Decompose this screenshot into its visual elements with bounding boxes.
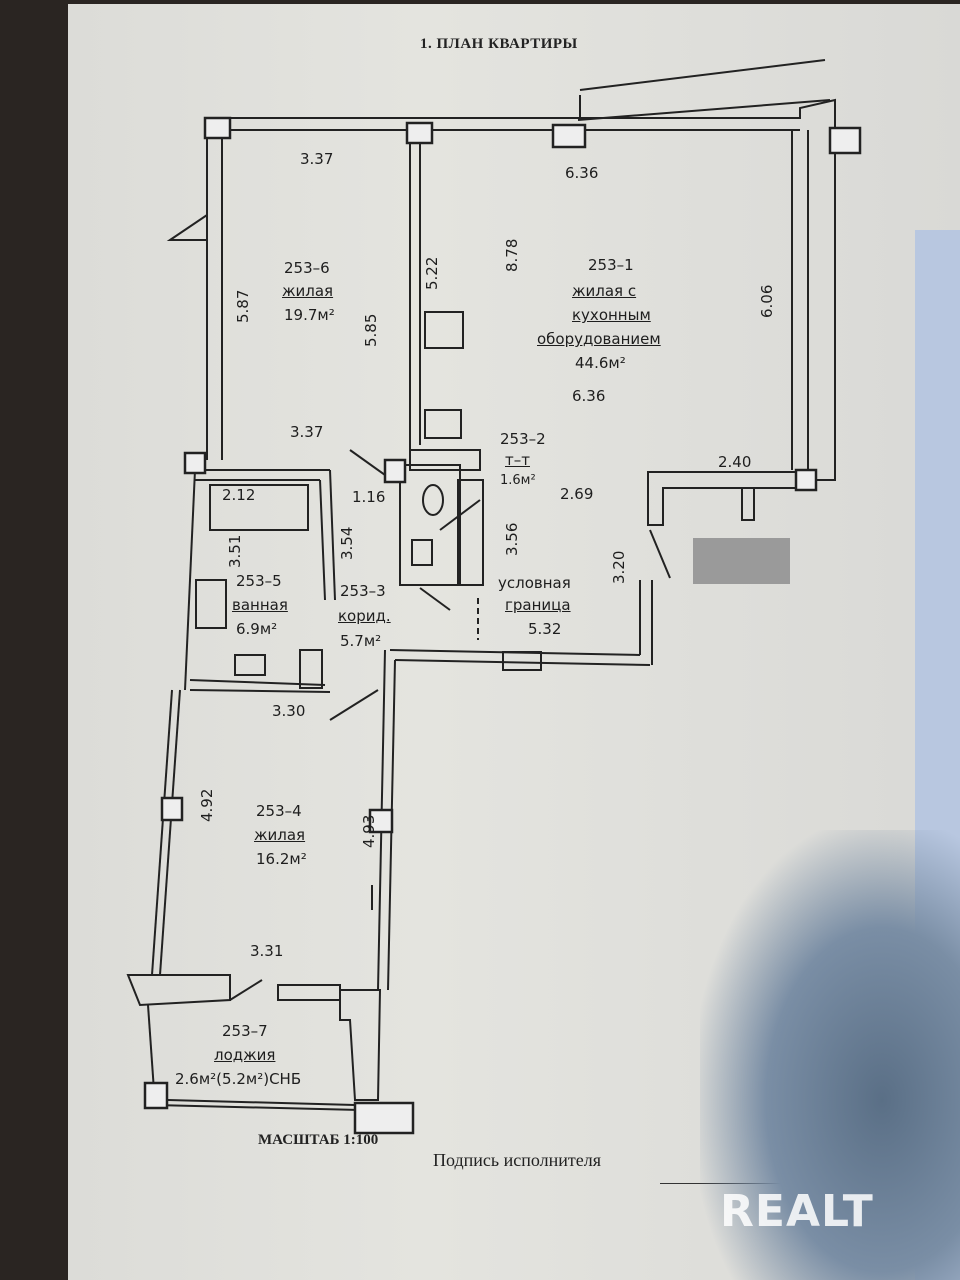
room-4-id: 253–4 — [256, 802, 302, 820]
room-2-id: 253–2 — [500, 430, 546, 448]
dim-3-37-top: 3.37 — [300, 150, 334, 168]
plan-title: 1. ПЛАН КВАРТИРЫ — [420, 36, 578, 52]
room-5-id: 253–5 — [236, 572, 282, 590]
dim-3-31: 3.31 — [250, 942, 284, 960]
room-5-name: ванная — [232, 596, 288, 614]
hand-shadow — [700, 830, 960, 1280]
room-6-area: 19.7м² — [284, 306, 335, 324]
boundary-label-line1: условная — [498, 574, 571, 592]
dim-2-12: 2.12 — [222, 486, 256, 504]
room-5-area: 6.9м² — [236, 620, 278, 638]
room-1-name-line1: жилая с — [572, 282, 637, 300]
room-4-name: жилая — [254, 826, 306, 844]
room-1-id: 253–1 — [588, 256, 634, 274]
dim-2-69: 2.69 — [560, 485, 594, 503]
room-4-area: 16.2м² — [256, 850, 307, 868]
dim-4-93: 4.93 — [360, 814, 378, 848]
dim-6-06: 6.06 — [758, 284, 776, 318]
watermark-logo: REALT — [720, 1186, 874, 1237]
room-3-name: корид. — [338, 607, 391, 625]
dim-5-32: 5.32 — [528, 620, 562, 638]
dim-4-92: 4.92 — [198, 788, 216, 822]
room-1-name-line3: оборудованием — [537, 330, 661, 348]
room-1-area: 44.6м² — [575, 354, 626, 372]
dim-3-51: 3.51 — [226, 534, 244, 568]
room-6-id: 253–6 — [284, 259, 330, 277]
room-2-area: 1.6м² — [500, 473, 536, 488]
dim-8-78: 8.78 — [503, 238, 521, 272]
boundary-label-line2: граница — [505, 596, 571, 614]
room-1-name-line2: кухонным — [572, 306, 651, 324]
outer-wall-top-right — [205, 98, 836, 481]
room-7-name: лоджия — [214, 1046, 276, 1064]
column-block — [203, 116, 232, 140]
dim-5-22: 5.22 — [423, 256, 441, 290]
scale-label: МАСШТАБ 1:100 — [258, 1132, 379, 1148]
room-2-name: т–т — [505, 451, 530, 469]
room-7-id: 253–7 — [222, 1022, 268, 1040]
dim-5-87: 5.87 — [234, 289, 252, 323]
dim-3-37-mid: 3.37 — [290, 423, 324, 441]
dim-5-85: 5.85 — [362, 313, 380, 347]
dim-6-36-mid: 6.36 — [572, 387, 606, 405]
room-6-name: жилая — [282, 282, 334, 300]
room-7-area: 2.6м²(5.2м²)СНБ — [175, 1070, 302, 1088]
dim-3-20: 3.20 — [610, 550, 628, 584]
redacted-block — [693, 538, 790, 584]
dim-6-36-top: 6.36 — [565, 164, 599, 182]
dim-3-54: 3.54 — [338, 526, 356, 560]
dim-1-16: 1.16 — [352, 488, 386, 506]
dim-3-56: 3.56 — [503, 522, 521, 556]
signature-label: Подпись исполнителя — [433, 1150, 601, 1170]
room-3-id: 253–3 — [340, 582, 386, 600]
dim-3-30: 3.30 — [272, 702, 306, 720]
room-3-area: 5.7м² — [340, 632, 382, 650]
dim-2-40: 2.40 — [718, 453, 752, 471]
